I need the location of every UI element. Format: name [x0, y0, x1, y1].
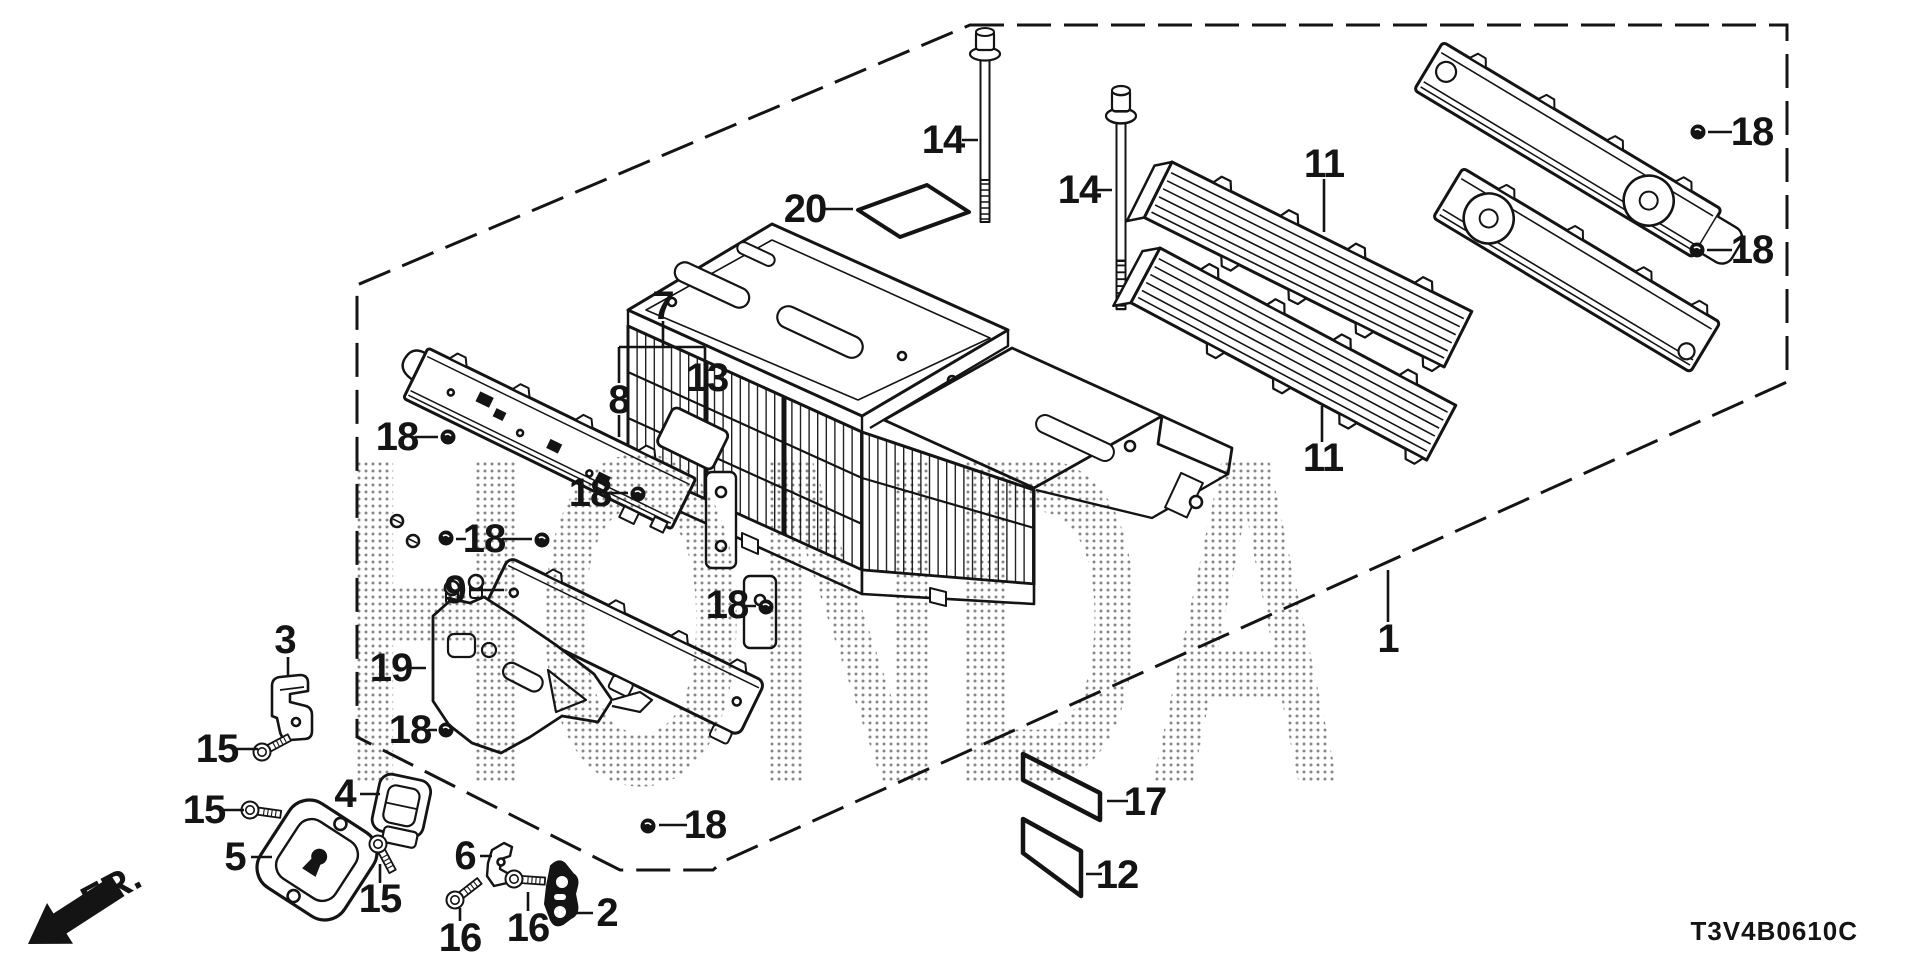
callout-18-25: 18 — [462, 517, 506, 561]
callout-18-27: 18 — [388, 708, 432, 752]
plate-13 — [656, 406, 730, 471]
callout-11-9: 11 — [1303, 142, 1345, 186]
callout-9-8: 9 — [444, 568, 466, 612]
side-plate-lower-right — [1433, 167, 1721, 373]
callout-18-21: 18 — [1730, 110, 1774, 154]
bracket-3 — [270, 673, 314, 742]
watermark: HONDA — [335, 357, 1345, 882]
side-plate-8 — [401, 347, 697, 534]
callout-8-7: 8 — [608, 378, 630, 422]
callout-19-29: 19 — [369, 646, 413, 690]
leader-lines — [222, 123, 1732, 921]
callout-12-11: 12 — [1095, 853, 1139, 897]
end-plate-19 — [431, 573, 654, 755]
callout-18-24: 18 — [568, 471, 612, 515]
fr-direction: FR. — [28, 856, 148, 944]
clamp-4 — [370, 772, 433, 849]
callout-16-19: 16 — [506, 906, 550, 950]
sheet-20 — [856, 183, 971, 239]
callout-16-18: 16 — [438, 916, 482, 960]
callout-13-12: 13 — [685, 356, 729, 400]
callout-14-13: 14 — [921, 118, 965, 162]
callout-4-3: 4 — [334, 772, 356, 816]
callout-15-15: 15 — [195, 727, 239, 771]
screw-heads — [389, 513, 421, 549]
label-sticker-12 — [1020, 816, 1084, 899]
parts-artwork — [239, 26, 1744, 927]
view-boundary — [355, 23, 1789, 872]
callout-18-28: 18 — [683, 803, 727, 847]
side-plate-upper-right — [1414, 41, 1744, 265]
callout-1-0: 1 — [1377, 617, 1399, 661]
fr-arrow-icon — [28, 876, 125, 944]
callout-18-26: 18 — [705, 583, 749, 627]
callout-3-2: 3 — [274, 618, 296, 662]
callout-15-17: 15 — [358, 877, 402, 921]
callout-5-4: 5 — [224, 835, 246, 879]
callout-17-20: 17 — [1123, 780, 1167, 824]
callout-2-1: 2 — [596, 891, 618, 935]
label-sticker-17 — [1020, 751, 1103, 823]
callout-20-30: 20 — [783, 187, 827, 231]
callout-11-10: 11 — [1302, 436, 1344, 480]
bolt-15a — [249, 728, 295, 765]
callout-18-22: 18 — [1730, 228, 1774, 272]
callout-7-6: 7 — [652, 284, 674, 328]
callout-14-14: 14 — [1057, 168, 1101, 212]
bolt-15b — [239, 799, 284, 825]
bracket-2 — [544, 860, 579, 927]
callout-15-16: 15 — [182, 788, 226, 832]
callout-18-23: 18 — [375, 415, 419, 459]
cover-5 — [255, 798, 379, 922]
stud-bolt-14a — [968, 26, 1002, 224]
callout-6-5: 6 — [454, 834, 476, 878]
part-code: T3V4B0610C — [1690, 916, 1858, 946]
